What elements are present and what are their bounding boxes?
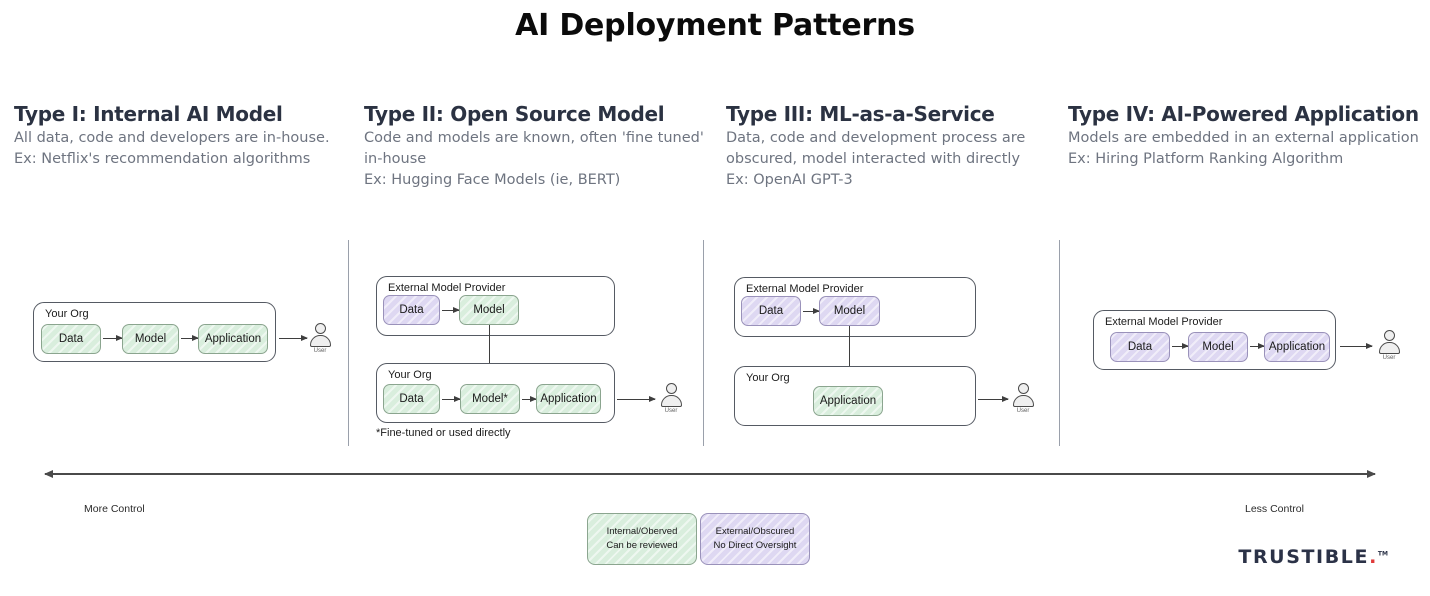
- user-body-icon: [1012, 395, 1034, 407]
- node-model-type-2-external: Model: [459, 295, 519, 325]
- column-desc-line: Ex: OpenAI GPT-3: [726, 172, 853, 189]
- arrow-org-to-user-type-3: [978, 395, 1009, 404]
- arrow-org-to-user-type-2: [617, 395, 656, 404]
- arrow-data-to-model-type-4: [1172, 342, 1189, 351]
- legend-line-2: Can be reviewed: [606, 540, 678, 551]
- container-label-external-provider: External Model Provider: [388, 282, 506, 294]
- footnote-type-2: *Fine-tuned or used directly: [376, 427, 511, 439]
- brand-name: TRUSTIBLE: [1238, 546, 1370, 568]
- column-desc-line: in-house: [364, 151, 427, 168]
- column-divider: [1059, 240, 1060, 446]
- user-label: User: [664, 408, 678, 414]
- node-application-type-2: Application: [536, 384, 601, 414]
- column-title: Type IV: AI-Powered Application: [1068, 102, 1419, 126]
- arrow-data-to-model-type-2-org: [442, 395, 461, 404]
- column-desc-line: Data, code and development process are: [726, 130, 1026, 146]
- arrow-model-to-application-type-2: [522, 395, 537, 404]
- node-application-type-3: Application: [813, 386, 883, 416]
- user-body-icon: [660, 395, 682, 407]
- column-desc-line: Ex: Netflix's recommendation algorithms: [14, 151, 311, 168]
- user-figure-type-4: User: [1374, 330, 1404, 361]
- column-desc-line: obscured, model interacted with directly: [726, 151, 1021, 168]
- user-label: User: [1382, 355, 1396, 361]
- arrow-org-to-user-type-1: [279, 334, 308, 343]
- column-header-type-3: Type III: ML-as-a-Service Data, code and…: [726, 103, 1025, 191]
- node-data-type-1: Data: [41, 324, 101, 354]
- brand-accent-dot: .: [1369, 546, 1378, 568]
- arrow-data-to-model-type-3: [803, 307, 820, 316]
- axis-label-more-control: More Control: [84, 503, 145, 515]
- node-data-type-3: Data: [741, 296, 801, 326]
- user-head-icon: [314, 323, 326, 334]
- legend-line-1: External/Obscured: [715, 526, 795, 538]
- node-data-type-2-external: Data: [383, 295, 440, 325]
- node-application-type-4: Application: [1264, 332, 1330, 362]
- arrow-model-to-application-type-4: [1250, 342, 1265, 351]
- column-desc-line: All data, code and developers are in-hou…: [14, 130, 330, 146]
- user-figure-type-3: User: [1008, 383, 1038, 414]
- user-body-icon: [309, 335, 331, 347]
- legend-line-2: No Direct Oversight: [713, 540, 797, 551]
- node-model-type-4: Model: [1188, 332, 1248, 362]
- column-title: Type I: Internal AI Model: [14, 102, 283, 126]
- container-label-your-org: Your Org: [746, 372, 790, 384]
- column-header-type-2: Type II: Open Source Model Code and mode…: [364, 103, 704, 191]
- axis-label-less-control: Less Control: [1245, 503, 1304, 515]
- container-label-your-org: Your Org: [45, 308, 89, 320]
- column-desc-line: Ex: Hugging Face Models (ie, BERT): [364, 172, 621, 189]
- node-data-type-2-org: Data: [383, 384, 440, 414]
- user-head-icon: [665, 383, 677, 394]
- column-desc-line: Ex: Hiring Platform Ranking Algorithm: [1068, 151, 1344, 168]
- node-application-type-1: Application: [198, 324, 268, 354]
- node-model-type-3: Model: [819, 296, 880, 326]
- user-figure-type-1: User: [305, 323, 335, 354]
- user-figure-type-2: User: [656, 383, 686, 414]
- arrow-data-to-model-type-2-external: [442, 306, 460, 315]
- arrow-model-to-application-type-1: [181, 334, 199, 343]
- node-data-type-4: Data: [1110, 332, 1170, 362]
- arrow-head-left-icon: [44, 470, 53, 478]
- brand-logo: TRUSTIBLE.TM: [1238, 546, 1388, 568]
- brand-trademark: TM: [1377, 550, 1388, 558]
- container-label-external-provider: External Model Provider: [1105, 316, 1223, 328]
- user-label: User: [313, 348, 327, 354]
- container-label-your-org: Your Org: [388, 369, 432, 381]
- user-label: User: [1016, 408, 1030, 414]
- user-head-icon: [1383, 330, 1395, 341]
- arrow-data-to-model-type-1: [103, 334, 123, 343]
- arrow-provider-to-user-type-4: [1340, 342, 1373, 351]
- arrow-head-right-icon: [1367, 470, 1376, 478]
- user-head-icon: [1017, 383, 1029, 394]
- control-spectrum-axis: [44, 470, 1376, 478]
- node-model-type-1: Model: [122, 324, 179, 354]
- legend-item-external: External/Obscured No Direct Oversight: [700, 513, 810, 565]
- node-model-type-2-org: Model*: [460, 384, 520, 414]
- column-desc-line: Models are embedded in an external appli…: [1068, 130, 1419, 146]
- user-body-icon: [1378, 342, 1400, 354]
- legend-item-internal: Internal/Oberved Can be reviewed: [587, 513, 697, 565]
- column-divider: [703, 240, 704, 446]
- container-label-external-provider: External Model Provider: [746, 283, 864, 295]
- legend-line-1: Internal/Oberved: [606, 526, 678, 538]
- column-title: Type II: Open Source Model: [364, 102, 665, 126]
- column-header-type-1: Type I: Internal AI Model All data, code…: [14, 103, 330, 170]
- column-title: Type III: ML-as-a-Service: [726, 102, 995, 126]
- page-title: AI Deployment Patterns: [515, 8, 915, 43]
- column-desc-line: Code and models are known, often 'fine t…: [364, 130, 704, 146]
- column-header-type-4: Type IV: AI-Powered Application Models a…: [1068, 103, 1419, 170]
- column-divider: [348, 240, 349, 446]
